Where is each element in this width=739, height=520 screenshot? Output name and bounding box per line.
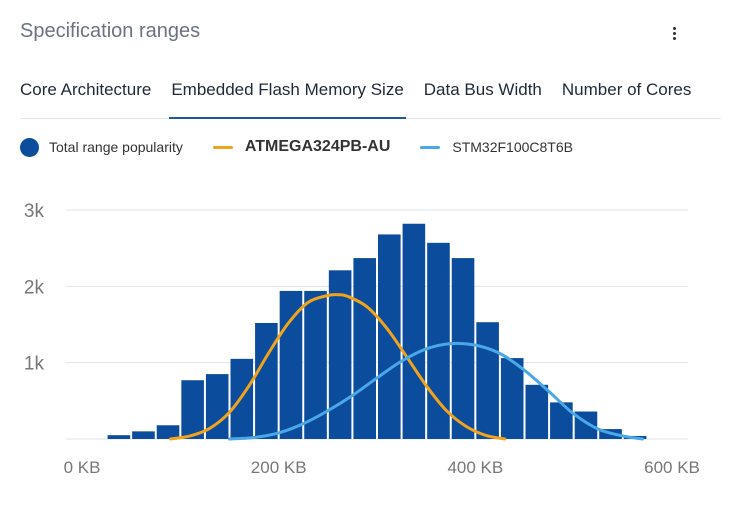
legend-line-icon — [420, 145, 441, 149]
histogram-bar — [156, 425, 180, 439]
histogram-bar — [451, 258, 475, 439]
histogram-bar — [205, 374, 229, 439]
legend-label-series-2: STM32F100C8T6B — [452, 139, 573, 155]
histogram-bar — [500, 358, 524, 439]
tab-data-bus-width[interactable]: Data Bus Width — [423, 80, 542, 99]
histogram-bar — [353, 258, 376, 439]
legend-label-total: Total range popularity — [49, 139, 183, 155]
tab-number-of-cores[interactable]: Number of Cores — [561, 80, 692, 99]
histogram-bar — [181, 380, 204, 439]
histogram-bar — [328, 270, 352, 439]
y-tick-label: 2k — [24, 277, 45, 298]
series-line-atmega324pb-au — [169, 293, 507, 441]
histogram-bar — [304, 290, 327, 439]
y-tick-label: 1k — [24, 354, 45, 375]
x-tick-label: 600 KB — [644, 458, 700, 477]
legend-dot-icon — [20, 137, 39, 157]
legend-line-icon — [212, 145, 233, 149]
histogram-bar — [427, 242, 450, 439]
legend-item-series-2[interactable]: STM32F100C8T6B — [420, 139, 573, 155]
chart-legend: Total range popularity ATMEGA324PB-AU ST… — [20, 136, 603, 158]
x-tick-label: 400 KB — [447, 458, 503, 477]
tab-bar: Core Architecture Embedded Flash Memory … — [20, 80, 721, 119]
tab-embedded-flash-memory-size[interactable]: Embedded Flash Memory Size — [169, 80, 407, 119]
y-tick-label: 3k — [24, 201, 45, 222]
series-line-stm32f100c8t6b — [228, 341, 644, 441]
card-title: Specification ranges — [20, 20, 201, 42]
histogram-bar — [550, 402, 573, 439]
x-tick-label: 200 KB — [251, 458, 307, 477]
histogram-bar — [255, 322, 278, 439]
histogram-bar — [107, 435, 131, 439]
histogram-bar — [132, 431, 155, 439]
x-tick-label: 0 KB — [64, 458, 101, 477]
legend-item-series-1[interactable]: ATMEGA324PB-AU — [212, 138, 391, 156]
legend-label-series-1: ATMEGA324PB-AU — [244, 138, 391, 155]
histogram-bar — [378, 234, 401, 439]
legend-item-total[interactable]: Total range popularity — [20, 137, 183, 157]
histogram-bar — [279, 290, 303, 439]
tab-core-architecture[interactable]: Core Architecture — [20, 80, 152, 99]
histogram-bar — [525, 384, 549, 439]
more-options-icon[interactable] — [664, 22, 684, 44]
histogram-bar — [476, 322, 499, 439]
histogram-bar — [402, 223, 426, 439]
